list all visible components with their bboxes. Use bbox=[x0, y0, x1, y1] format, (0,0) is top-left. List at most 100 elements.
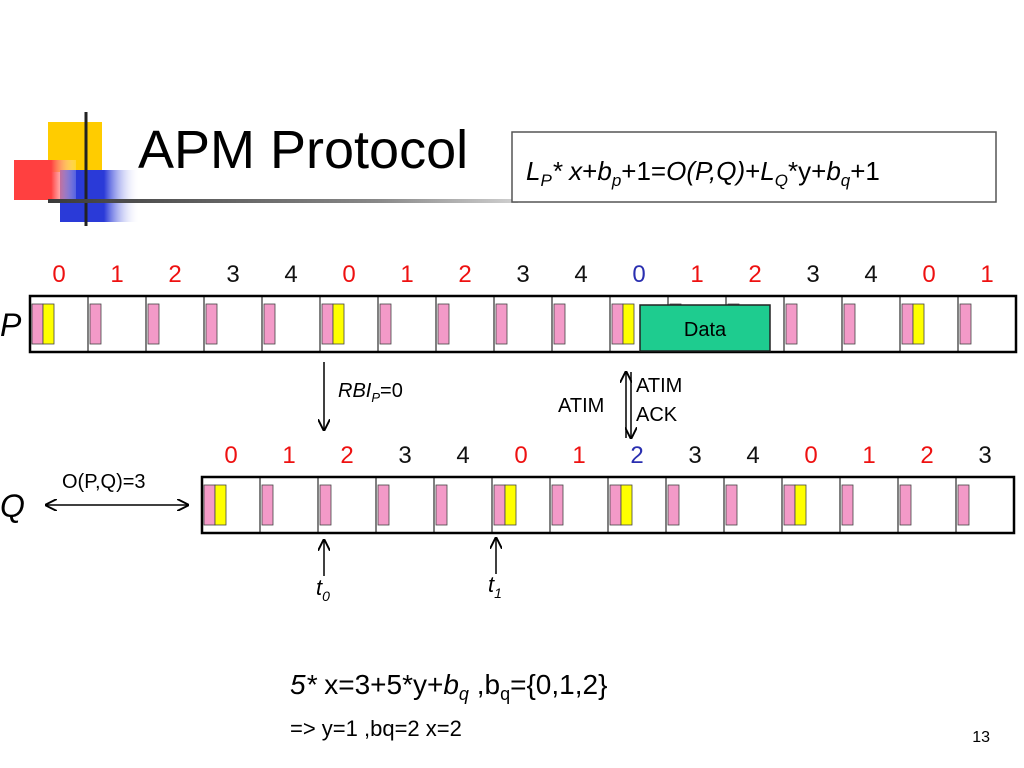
offset-label: O(P,Q)=3 bbox=[62, 471, 146, 493]
timeline-p-label: P bbox=[0, 307, 22, 343]
slot-number: 1 bbox=[400, 261, 413, 288]
beacon-mark bbox=[843, 303, 856, 345]
beacon-mark bbox=[319, 484, 332, 526]
result-line: => y=1 ,bq=2 x=2 bbox=[290, 716, 462, 741]
atim-ack-label-line1: ATIM bbox=[636, 375, 682, 397]
timeline-q-label: Q bbox=[0, 488, 25, 524]
slot-number: 2 bbox=[340, 442, 353, 469]
slot-number: 2 bbox=[920, 442, 933, 469]
atim-window-mark bbox=[794, 484, 807, 526]
slot-number: 3 bbox=[806, 261, 819, 288]
beacon-mark bbox=[203, 484, 216, 526]
beacon-mark bbox=[263, 303, 276, 345]
beacon-mark bbox=[379, 303, 392, 345]
slot-number: 2 bbox=[630, 442, 643, 469]
beacon-mark bbox=[959, 303, 972, 345]
page-number: 13 bbox=[972, 729, 990, 746]
t1-label: t1 bbox=[488, 572, 502, 601]
beacon-mark bbox=[783, 484, 796, 526]
beacon-mark bbox=[493, 484, 506, 526]
beacon-mark bbox=[609, 484, 622, 526]
t0-label: t0 bbox=[316, 575, 330, 604]
slot-number: 0 bbox=[632, 261, 645, 288]
beacon-mark bbox=[321, 303, 334, 345]
formula-box: LP* x+bp+1=O(P,Q)+LQ*y+bq+1 bbox=[511, 131, 997, 203]
slot-number: 0 bbox=[922, 261, 935, 288]
slot-number: 2 bbox=[748, 261, 761, 288]
timeline-p-slot-numbers: 0 1 2 3 4 0 1 2 3 4 0 1 2 3 4 0 1 bbox=[52, 261, 993, 288]
atim-label: ATIM bbox=[558, 395, 604, 417]
slide-decoration bbox=[14, 112, 518, 226]
beacon-mark bbox=[147, 303, 160, 345]
slot-number: 4 bbox=[746, 442, 759, 469]
beacon-mark bbox=[31, 303, 44, 345]
slot-number: 4 bbox=[456, 442, 469, 469]
slot-number: 0 bbox=[514, 442, 527, 469]
beacon-mark bbox=[261, 484, 274, 526]
timeline-frame bbox=[28, 294, 1018, 354]
slot-number: 3 bbox=[978, 442, 991, 469]
slide-title: APM Protocol bbox=[138, 120, 468, 180]
beacon-mark bbox=[725, 484, 738, 526]
slot-number: 0 bbox=[342, 261, 355, 288]
slot-number: 1 bbox=[572, 442, 585, 469]
slot-number: 0 bbox=[52, 261, 65, 288]
atim-window-mark bbox=[912, 303, 925, 345]
beacon-mark bbox=[551, 484, 564, 526]
beacon-mark bbox=[89, 303, 102, 345]
slot-number: 1 bbox=[110, 261, 123, 288]
beacon-mark bbox=[495, 303, 508, 345]
atim-window-mark bbox=[504, 484, 517, 526]
equation-line: 5* x=3+5*y+bq ,bq={0,1,2} bbox=[290, 669, 607, 704]
slot-number: 1 bbox=[862, 442, 875, 469]
slot-number: 3 bbox=[398, 442, 411, 469]
timeline-q-slot-numbers: 0 1 2 3 4 0 1 2 3 4 0 1 2 3 bbox=[224, 442, 991, 469]
timeline-q: Q 0 1 2 3 4 0 1 2 3 4 0 1 2 3 O(P,Q)=3 bbox=[0, 442, 1016, 535]
beacon-mark bbox=[667, 484, 680, 526]
beacon-mark bbox=[899, 484, 912, 526]
slot-number: 1 bbox=[690, 261, 703, 288]
title-underline bbox=[48, 199, 518, 203]
data-frame-box bbox=[639, 304, 771, 352]
beacon-mark bbox=[377, 484, 390, 526]
slot-number: 0 bbox=[804, 442, 817, 469]
beacon-mark bbox=[785, 303, 798, 345]
data-frame-label: Data bbox=[684, 319, 727, 341]
timeline-q-beacon-marks bbox=[203, 484, 970, 526]
beacon-mark bbox=[901, 303, 914, 345]
beacon-mark bbox=[841, 484, 854, 526]
atim-window-mark bbox=[620, 484, 633, 526]
slot-number: 4 bbox=[574, 261, 587, 288]
formula-text: LP* x+bp+1=O(P,Q)+LQ*y+bq+1 bbox=[526, 156, 880, 190]
slot-number: 3 bbox=[688, 442, 701, 469]
slot-number: 1 bbox=[980, 261, 993, 288]
slot-number: 1 bbox=[282, 442, 295, 469]
slot-number: 3 bbox=[516, 261, 529, 288]
annotations: RBIP=0 ATIM ATIM ACK t0 t1 bbox=[316, 362, 682, 604]
beacon-mark bbox=[957, 484, 970, 526]
beacon-mark bbox=[437, 303, 450, 345]
beacon-mark bbox=[553, 303, 566, 345]
timeline-p-slots bbox=[28, 294, 1018, 354]
timeline-p-beacon-marks bbox=[31, 303, 972, 345]
timeline-p: P 0 1 2 3 4 0 1 2 3 4 0 1 2 3 4 0 1 Data bbox=[0, 261, 1018, 354]
rbi-label: RBIP=0 bbox=[338, 380, 403, 405]
equation: 5* x=3+5*y+bq ,bq={0,1,2} => y=1 ,bq=2 x… bbox=[290, 669, 607, 741]
slot-number: 2 bbox=[168, 261, 181, 288]
beacon-mark bbox=[611, 303, 624, 345]
atim-window-mark bbox=[42, 303, 55, 345]
slot-number: 3 bbox=[226, 261, 239, 288]
slot-number: 0 bbox=[224, 442, 237, 469]
slot-number: 2 bbox=[458, 261, 471, 288]
timeline-q-slots bbox=[200, 475, 1016, 535]
beacon-mark bbox=[435, 484, 448, 526]
slot-number: 4 bbox=[284, 261, 297, 288]
atim-window-mark bbox=[332, 303, 345, 345]
beacon-mark bbox=[205, 303, 218, 345]
atim-window-mark bbox=[622, 303, 635, 345]
atim-window-mark bbox=[214, 484, 227, 526]
atim-ack-label-line2: ACK bbox=[636, 404, 678, 426]
red-square-decoration bbox=[14, 160, 76, 200]
slot-number: 4 bbox=[864, 261, 877, 288]
